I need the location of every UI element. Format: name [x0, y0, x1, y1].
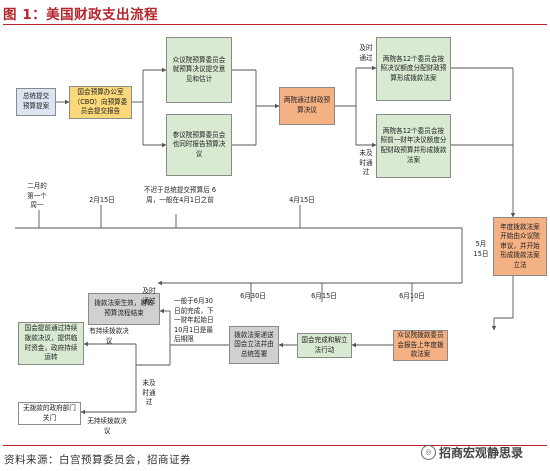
- timeline-feb15: 2月15日: [89, 196, 115, 204]
- label-continuing-exists: 有持续拨款决议: [89, 327, 129, 345]
- wechat-icon: ◎: [421, 445, 436, 460]
- label-deadline-note: 一般于6月30日前完成，下一财年起始日10月1日是最后期限: [174, 297, 214, 344]
- box-fiscal-year-start: 年度拨款法案开始由众议院审议，并开始形成拨款法案立法: [493, 217, 547, 276]
- timeline-no-later: 不迟于总统提交预算后 6 周，一般在4月1日之前: [143, 186, 217, 204]
- label-not-on-time-top: 未及时通过: [359, 149, 373, 177]
- timeline-jun15: 6月15日: [311, 292, 337, 300]
- watermark: ◎ 招商宏观静思录: [421, 444, 523, 461]
- label-on-time-bottom: 及时通过: [142, 287, 156, 305]
- timeline-may15: 5月15日: [473, 240, 489, 258]
- timeline-jun10: 6月10日: [399, 292, 425, 300]
- timeline-apr15: 4月15日: [289, 196, 315, 204]
- box-government-shutdown: 无拨款的政府部门关门: [18, 402, 81, 425]
- label-no-continuing: 无持续拨款决议: [87, 417, 127, 435]
- box-cbo-report: 国会预算办公室（CBO）向预算委员会提交报告: [69, 86, 132, 119]
- bottom-rule: [3, 445, 547, 446]
- watermark-text: 招商宏观静思录: [439, 446, 524, 460]
- box-senate-12-committees: 两院各12个委员会按照前一财年决议额度分配财政预算并形成拨款法案: [376, 114, 451, 178]
- box-house-12-committees: 两院各12个委员会按照决议额度分配财政预算形成拨款法案: [376, 37, 451, 101]
- box-law-effective: 拨款法案生效，财政预算流程结束: [88, 293, 160, 325]
- figure-title: 图 1：美国财政支出流程: [3, 7, 159, 23]
- box-continuing-resolution: 国会提前通过持续拨款决议，提供临时资金，政府持续运转: [18, 322, 84, 365]
- box-both-pass-resolution: 两院通过财政预算决议: [279, 87, 335, 125]
- source-note: 资料来源：白宫预算委员会，招商证券: [4, 454, 191, 466]
- box-president-proposal: 总统提交预算提案: [16, 88, 56, 116]
- box-bill-to-president: 拨款法案递送国会立法并由总统签署: [229, 326, 279, 364]
- timeline-first-monday: 二月的第一个周一: [27, 182, 47, 210]
- label-on-time-top: 及时通过: [359, 44, 373, 62]
- label-not-on-time-bottom: 未及时通过: [142, 379, 156, 407]
- box-house-appropriations-report: 众议院拨款委员会报告上年度拨款法案: [393, 330, 448, 361]
- box-senate-budget-committee: 参议院预算委员会也同时报告预算决议: [166, 114, 232, 176]
- timeline-jun30: 6月30日: [240, 292, 266, 300]
- title-rule: [3, 24, 547, 25]
- box-house-budget-committee: 众议院预算委员会就预算决议提交意见和估计: [166, 37, 232, 103]
- box-congress-reconciliation: 国会完成和解立法行动: [297, 333, 352, 358]
